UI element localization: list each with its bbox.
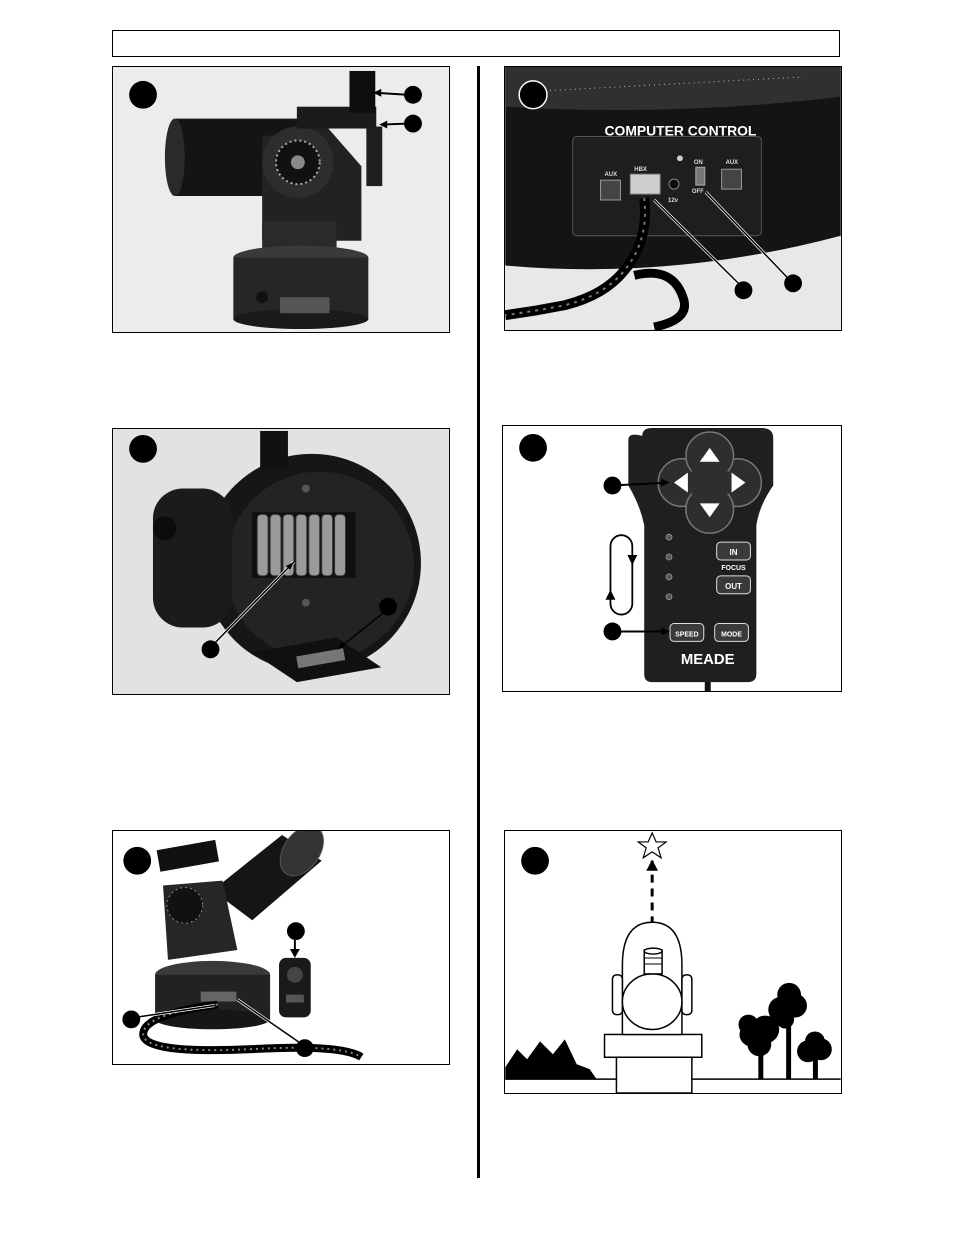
power-switch — [696, 167, 705, 185]
aux-port-left — [601, 180, 621, 200]
handbox-illustration: IN FOCUS OUT SPEED MODE MEADE — [503, 426, 841, 691]
figure-panel-3 — [112, 428, 450, 695]
telescope-pointing-diagram — [505, 831, 841, 1093]
switch-off-label: OFF — [692, 189, 704, 195]
figure-panel-5 — [112, 830, 450, 1065]
hbx-port — [630, 174, 660, 194]
telescope-side-photo — [113, 67, 449, 332]
computer-control-photo: COMPUTER CONTROL AUX HBX 12v ON OFF AUX — [505, 67, 841, 330]
figure-panel-1 — [112, 66, 450, 333]
aux-right-label: AUX — [726, 160, 739, 166]
callout-marker — [604, 477, 622, 495]
figure-number-marker — [519, 81, 547, 109]
callout-marker — [287, 922, 305, 940]
callout-marker — [379, 598, 397, 616]
aux-left-label: AUX — [605, 172, 618, 178]
callout-marker — [296, 1039, 314, 1057]
callout-marker — [735, 281, 753, 299]
figure-panel-2: COMPUTER CONTROL AUX HBX 12v ON OFF AUX — [504, 66, 842, 331]
power-jack — [669, 179, 679, 189]
figure-number-marker — [129, 81, 157, 109]
mode-label: MODE — [721, 631, 742, 638]
column-divider — [477, 66, 480, 1178]
callout-marker — [404, 86, 422, 104]
figure-number-marker — [123, 847, 151, 875]
figure-number-marker — [521, 847, 549, 875]
figure-panel-4: IN FOCUS OUT SPEED MODE MEADE — [502, 425, 842, 692]
figure-panel-6 — [504, 830, 842, 1094]
callout-marker — [404, 115, 422, 133]
focus-label: FOCUS — [721, 565, 746, 572]
hbx-label: HBX — [634, 167, 647, 173]
callout-marker — [122, 1010, 140, 1028]
battery-compartment-photo — [113, 429, 449, 694]
figure-number-marker — [129, 435, 157, 463]
panel-title-label: COMPUTER CONTROL — [605, 122, 757, 138]
brand-logo: MEADE — [681, 652, 735, 668]
callout-marker — [604, 623, 622, 641]
telescope-handbox-photo — [113, 831, 449, 1064]
aux-port-right — [722, 169, 742, 189]
focus-in-label: IN — [730, 548, 738, 557]
12v-label: 12v — [668, 198, 679, 204]
switch-on-label: ON — [694, 160, 703, 166]
callout-marker — [202, 640, 220, 658]
page-header-bar — [112, 30, 840, 57]
figure-number-marker — [519, 434, 547, 462]
focus-out-label: OUT — [725, 582, 742, 591]
speed-label: SPEED — [675, 631, 699, 638]
callout-marker — [784, 274, 802, 292]
